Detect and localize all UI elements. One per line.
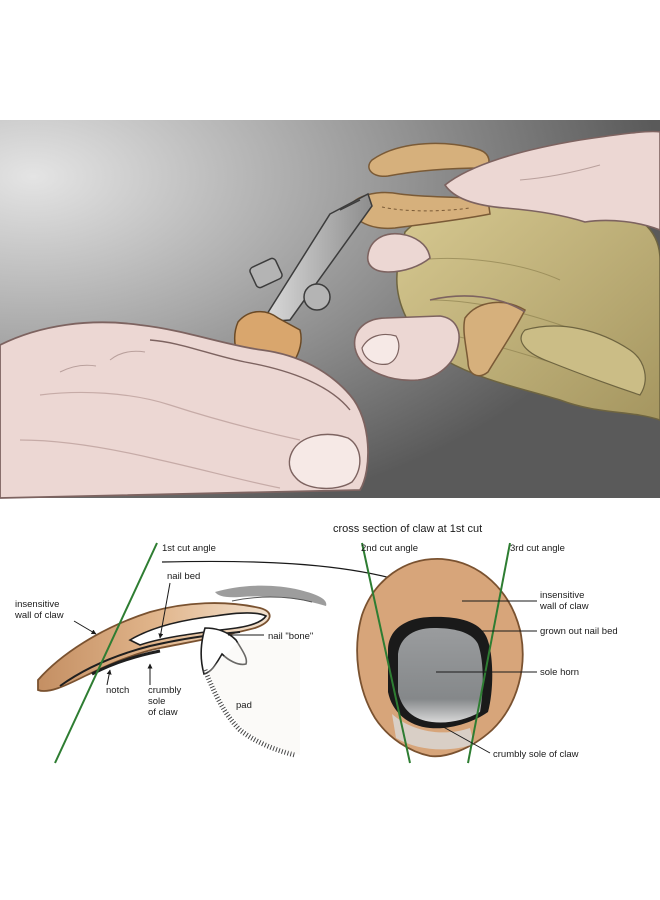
nail-bed-label: nail bed xyxy=(167,571,200,582)
first-cut-angle-label: 1st cut angle xyxy=(162,543,216,554)
lower-claw xyxy=(463,301,526,377)
fur-stroke xyxy=(215,585,327,606)
grown-out-nail-bed-label: grown out nail bed xyxy=(540,626,618,637)
left-thumbnail xyxy=(288,433,361,490)
claw-cross-section: cross section of claw at 1st cut 2nd cut… xyxy=(333,523,618,764)
cross-insensitive-label-line2: wall of claw xyxy=(539,601,589,612)
nail-bone-joint xyxy=(200,627,248,675)
insensitive-wall-label-line2: wall of claw xyxy=(14,610,64,621)
crumbly-sole-label-line1: crumbly xyxy=(148,685,182,696)
crumbly-sole-label-line3: of claw xyxy=(148,707,178,718)
second-cut-line xyxy=(361,542,411,764)
clipper-nut xyxy=(303,283,331,311)
trimming-scene xyxy=(0,120,660,499)
cross-insensitive-label-line1: insensitive xyxy=(540,590,584,601)
cross-section-sole-horn xyxy=(398,628,483,723)
right-hand xyxy=(353,130,660,382)
right-thumbnail xyxy=(361,333,400,365)
sole-horn-label: sole horn xyxy=(540,667,579,678)
insensitive-wall-label-line1: insensitive xyxy=(15,599,59,610)
pad-label: pad xyxy=(236,700,252,711)
notch-label: notch xyxy=(106,685,129,696)
third-cut-angle-label: 3rd cut angle xyxy=(510,543,565,554)
clipper-bolt xyxy=(249,257,283,289)
claw-diagram: 1st cut angle insensitive wall of claw n… xyxy=(14,523,618,764)
first-cut-line xyxy=(54,542,158,764)
nail-bone-label: nail "bone" xyxy=(268,631,313,642)
pad-edge xyxy=(202,669,296,758)
second-cut-angle-label: 2nd cut angle xyxy=(361,543,418,554)
crumbly-sole-label-line2: sole xyxy=(148,696,165,707)
claws xyxy=(349,142,526,377)
claw-side-view: 1st cut angle insensitive wall of claw n… xyxy=(14,542,327,764)
clipper-blade xyxy=(260,192,373,323)
animal-foot xyxy=(396,192,660,421)
third-cut-line xyxy=(467,542,511,764)
nail-bone xyxy=(128,612,268,646)
right-index-finger xyxy=(366,232,431,273)
crumbly-sole-cross-label: crumbly sole of claw xyxy=(493,749,579,760)
left-hand xyxy=(0,321,369,499)
cross-section-title: cross section of claw at 1st cut xyxy=(333,523,482,535)
cross-section-pointer-arrow xyxy=(161,560,406,584)
